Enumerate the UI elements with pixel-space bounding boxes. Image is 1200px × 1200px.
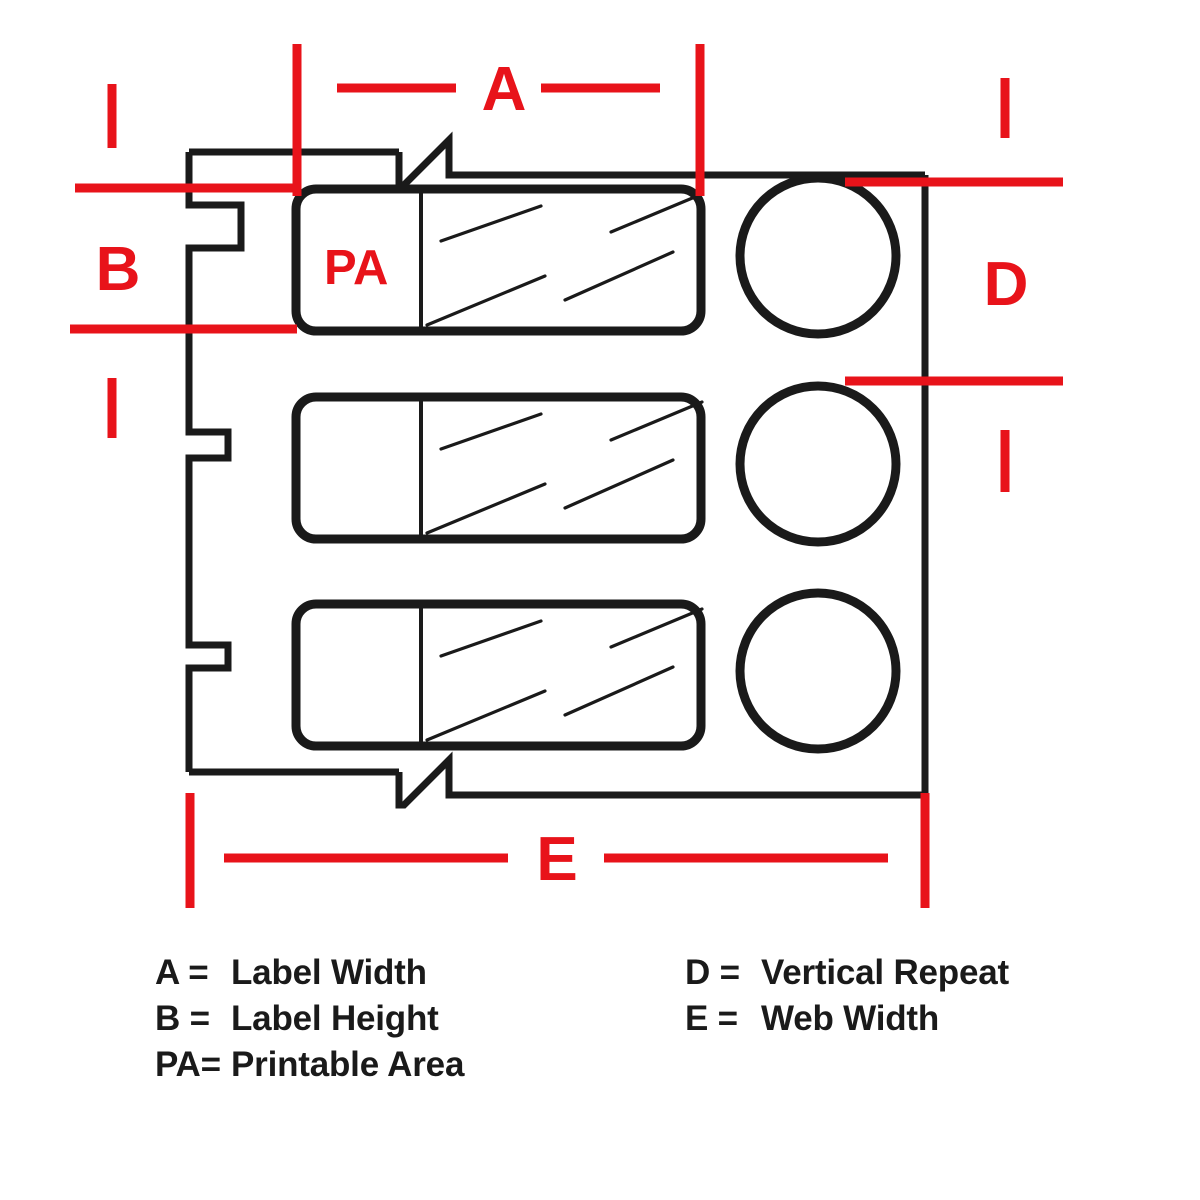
web-outline	[185, 131, 929, 809]
legend-item-a: A = Label Width	[155, 953, 675, 992]
dimension-lines	[70, 44, 1063, 908]
label-1-outline	[291, 184, 706, 336]
legend-desc-a: Label Width	[231, 953, 427, 992]
circle-1	[735, 173, 901, 339]
label-3-hatch-lines	[425, 607, 704, 742]
legend-desc-d: Vertical Repeat	[761, 953, 1009, 992]
legend-key-a: A =	[155, 953, 209, 992]
label-1[interactable]: PA	[291, 184, 706, 336]
label-2[interactable]	[291, 392, 706, 544]
label-1-hatch-lines	[425, 192, 704, 327]
legend-item-pa: PA= Printable Area	[155, 1044, 675, 1084]
legend-key-pa: PA=	[155, 1044, 221, 1084]
legend-desc-e: Web Width	[761, 998, 940, 1038]
circle-3	[735, 588, 901, 754]
web-top-break-zigzag	[395, 131, 455, 189]
legend-item-b: B = Label Height	[155, 998, 675, 1038]
legend-key-d: D =	[685, 953, 740, 992]
label-3-outline	[291, 599, 706, 751]
legend: A = Label Width B = Label Height PA= Pri…	[0, 953, 1200, 1200]
label-web-diagram: PA	[70, 44, 1063, 908]
label-2-hatch-lines	[425, 400, 704, 535]
dim-b-letter: B	[96, 235, 141, 304]
label-3[interactable]	[291, 599, 706, 751]
legend-item-d: D = Vertical Repeat	[685, 953, 1200, 992]
web-left-edge-notched	[185, 152, 245, 772]
legend-column-left: A = Label Width B = Label Height PA= Pri…	[155, 953, 675, 1200]
dim-e-letter: E	[536, 825, 577, 894]
dim-a-letter: A	[482, 55, 527, 124]
web-bottom-break-zigzag	[395, 751, 455, 809]
label-1-pa-text: PA	[324, 241, 388, 295]
legend-desc-b: Label Height	[231, 998, 439, 1038]
die-cut-circles	[735, 173, 901, 754]
legend-column-right: D = Vertical Repeat E = Web Width	[685, 953, 1200, 1200]
legend-key-e: E =	[685, 998, 738, 1038]
dim-d-letter: D	[984, 250, 1029, 319]
label-2-outline	[291, 392, 706, 544]
circle-2	[735, 381, 901, 547]
legend-item-e: E = Web Width	[685, 998, 1200, 1038]
legend-desc-pa: Printable Area	[231, 1044, 465, 1084]
legend-key-b: B =	[155, 998, 210, 1038]
